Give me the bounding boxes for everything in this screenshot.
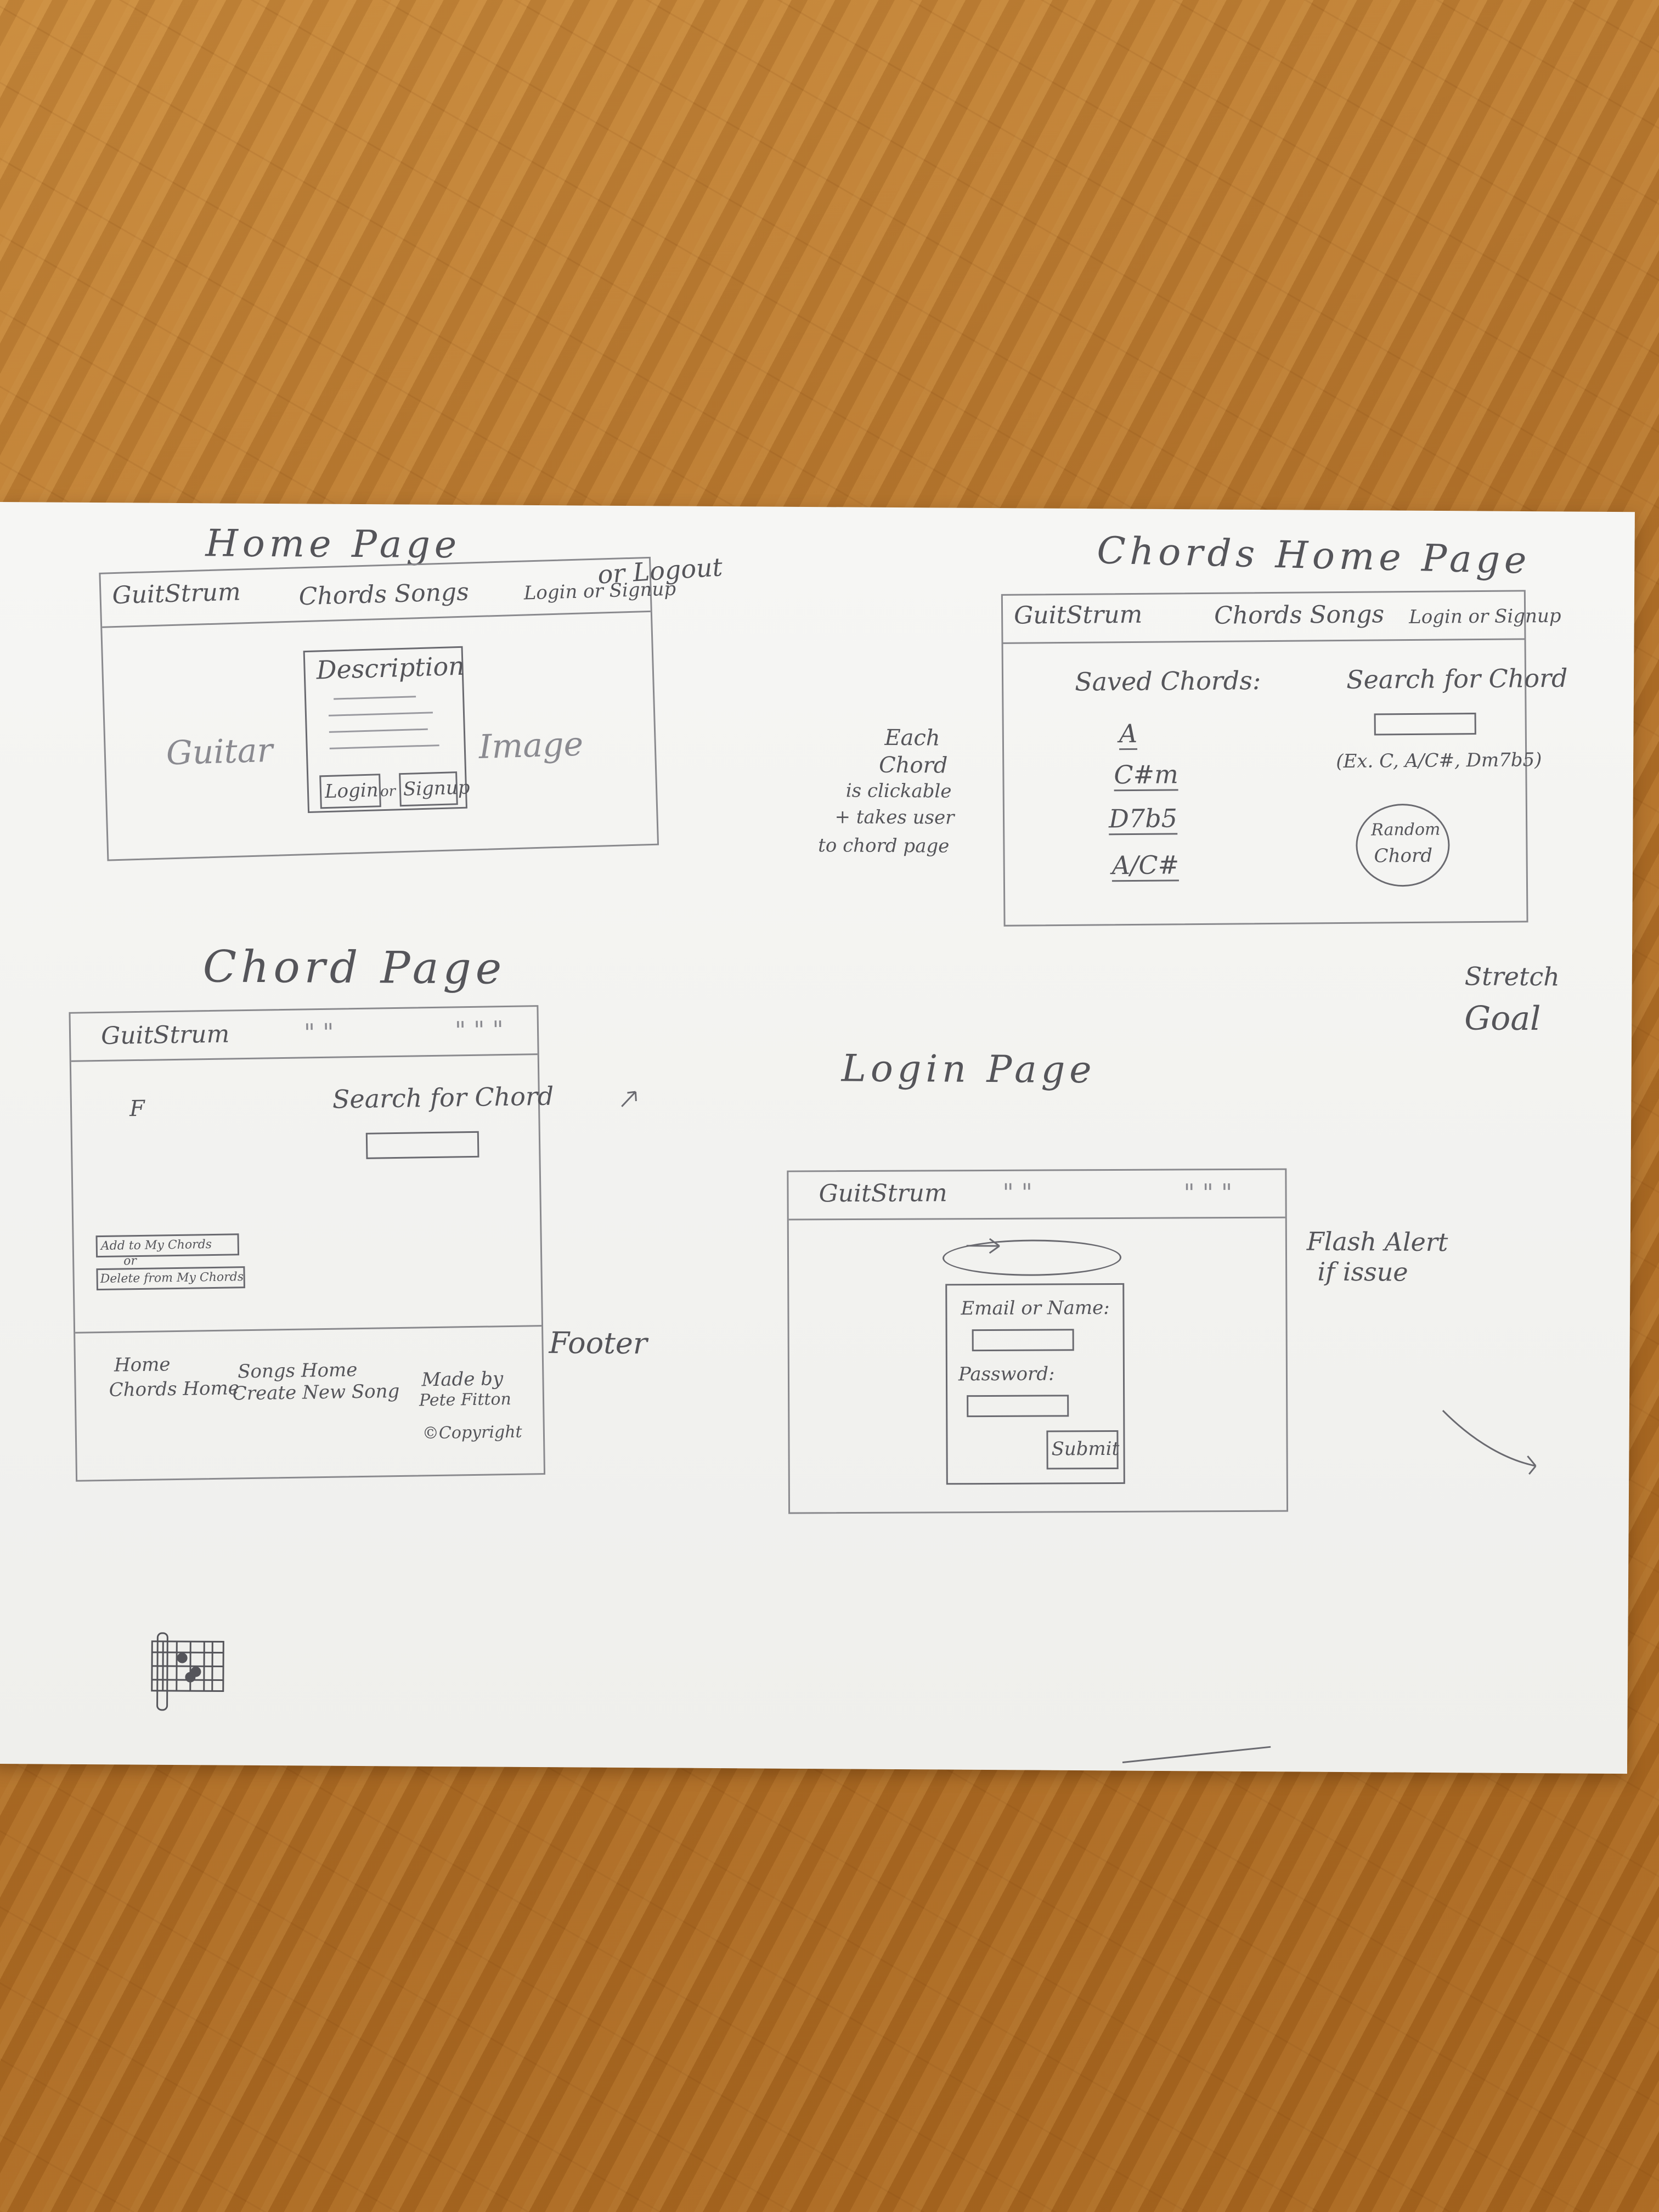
image-label: Image: [478, 725, 584, 766]
chords-search-input[interactable]: [1374, 713, 1476, 736]
chord-note-line: Each: [884, 725, 940, 751]
home-page-title: Home Page: [205, 522, 461, 567]
chords-nav-links[interactable]: Chords Songs: [1214, 600, 1385, 630]
footer-link[interactable]: Chords Home: [109, 1377, 240, 1401]
saved-chord-item[interactable]: C#m: [1114, 759, 1179, 792]
description-heading: Description: [315, 651, 465, 685]
chords-home-title: Chords Home Page: [1096, 529, 1532, 583]
login-nav-links[interactable]: " ": [1002, 1178, 1033, 1207]
chords-search-example: (Ex. C, A/C#, Dm7b5): [1336, 749, 1542, 773]
home-or-text: or: [380, 783, 396, 800]
chord-letter: F: [129, 1096, 145, 1122]
stretch-goal-line: Stretch: [1464, 961, 1560, 992]
random-chord-button[interactable]: Random Chord: [1355, 803, 1451, 887]
flash-alert: [942, 1239, 1122, 1277]
login-nav-auth[interactable]: " " ": [1183, 1179, 1233, 1207]
flash-alert-note: Flash Alert: [1306, 1226, 1448, 1257]
login-page-frame: GuitStrum " " " " " Email or Name: Passw…: [787, 1168, 1289, 1514]
home-page-frame: GuitStrum Chords Songs Login or Signup D…: [99, 556, 676, 861]
submit-button[interactable]: Submit: [1046, 1430, 1119, 1470]
chord-note-line: is clickable: [845, 780, 952, 803]
chord-note-line: to chord page: [818, 834, 950, 857]
delete-from-my-chords-button[interactable]: Delete from My Chords: [96, 1266, 245, 1291]
chords-nav-brand[interactable]: GuitStrum: [1013, 600, 1143, 630]
footer-link[interactable]: Songs Home: [237, 1359, 358, 1383]
chord-page-frame: GuitStrum " " " " " F Search for Chord A…: [69, 1005, 554, 1482]
chord-or-text: or: [123, 1254, 137, 1268]
chord-nav-auth[interactable]: " " ": [454, 1016, 504, 1045]
saved-chord-item[interactable]: A: [1119, 719, 1138, 751]
password-label: Password:: [958, 1363, 1055, 1386]
login-page-title: Login Page: [841, 1047, 1096, 1092]
chords-home-frame: GuitStrum Chords Songs Login or Signup S…: [1001, 590, 1568, 927]
chord-search-input[interactable]: [365, 1131, 479, 1159]
saved-chord-item[interactable]: A/C#: [1112, 850, 1180, 882]
footer-copyright: ©Copyright: [422, 1422, 522, 1443]
chords-search-heading: Search for Chord: [1346, 663, 1568, 695]
saved-chords-heading: Saved Chords:: [1074, 665, 1261, 697]
footer-annotation: Footer: [549, 1325, 647, 1361]
login-form-box: Email or Name: Password: Submit: [945, 1283, 1125, 1485]
home-signup-button[interactable]: Signup: [399, 771, 470, 807]
home-nav-links[interactable]: Chords Songs: [298, 578, 470, 611]
saved-chord-item[interactable]: D7b5: [1109, 803, 1178, 836]
footer-credit: Pete Fitton: [419, 1389, 512, 1410]
chord-search-heading: Search for Chord: [332, 1081, 554, 1114]
footer-link[interactable]: Home: [114, 1353, 171, 1376]
chord-nav-brand[interactable]: GuitStrum: [100, 1020, 230, 1050]
home-nav-auth[interactable]: Login or Signup: [523, 578, 676, 605]
email-label: Email or Name:: [961, 1297, 1110, 1320]
password-field[interactable]: [967, 1395, 1069, 1418]
login-nav-brand[interactable]: GuitStrum: [819, 1179, 947, 1208]
email-field[interactable]: [972, 1329, 1074, 1352]
flash-alert-note: if issue: [1317, 1256, 1408, 1287]
home-login-button[interactable]: Login: [319, 774, 381, 809]
home-nav-brand[interactable]: GuitStrum: [111, 578, 241, 610]
chords-nav-auth[interactable]: Login or Signup: [1409, 605, 1561, 629]
home-description-box: Description Login or Signup: [303, 646, 470, 814]
stretch-goal-line: Goal: [1464, 999, 1541, 1039]
chord-nav-links[interactable]: " ": [303, 1018, 334, 1047]
chord-page-title: Chord Page: [202, 941, 506, 994]
chord-note-line: + takes user: [834, 806, 955, 829]
add-to-my-chords-button[interactable]: Add to My Chords: [95, 1233, 240, 1258]
chord-note-line: Chord: [878, 752, 948, 778]
guitar-label: Guitar: [165, 731, 274, 773]
footer-link[interactable]: Create New Song: [232, 1380, 400, 1405]
sketch-paper: Home Page or Logout GuitStrum Chords Son…: [0, 502, 1635, 1774]
footer-credit: Made by: [421, 1368, 504, 1391]
